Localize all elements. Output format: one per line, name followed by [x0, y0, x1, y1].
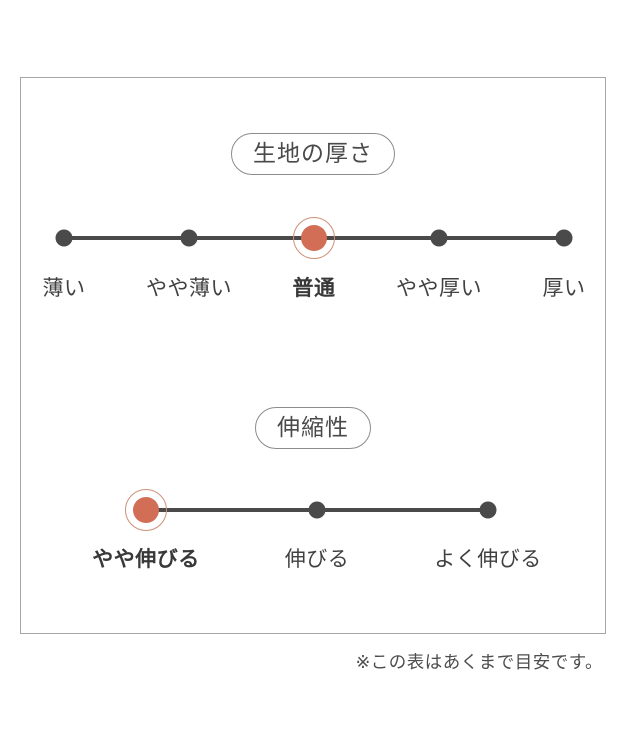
footnote: ※この表はあくまで目安です。: [355, 652, 603, 672]
scale-label: やや伸びる: [92, 548, 200, 571]
scale-dot: [555, 229, 573, 247]
scale-label: 薄い: [42, 277, 86, 300]
scale-title-pill: 伸縮性: [255, 407, 371, 449]
scale-title-pill: 生地の厚さ: [231, 133, 395, 175]
scale-labels: やや伸びる 伸びる よく伸びる: [92, 545, 541, 575]
selected-dot-ring: [125, 489, 167, 531]
scale-dot: [430, 229, 448, 247]
selected-dot-ring: [293, 217, 335, 259]
scale-track: [55, 217, 573, 259]
selected-dot: [125, 489, 167, 531]
scale-track: [125, 489, 497, 531]
scale-label: 厚い: [542, 277, 586, 300]
scale-title-row: 生地の厚さ: [21, 133, 605, 175]
scale-label: やや厚い: [396, 277, 482, 300]
scale-label: よく伸びる: [434, 548, 542, 571]
spec-panel: 生地の厚さ 薄い やや薄い 普通 やや厚い 厚い 伸縮性 やや伸びる 伸びる よく伸びる: [20, 77, 606, 634]
scale-labels: 薄い やや薄い 普通 やや厚い 厚い: [43, 274, 586, 304]
scale-dot: [180, 229, 198, 247]
scale-label: やや薄い: [146, 277, 232, 300]
scale-label: 普通: [292, 277, 336, 300]
scale-label: 伸びる: [284, 548, 350, 571]
scale-dot: [479, 501, 497, 519]
scale-dot: [55, 229, 73, 247]
selected-dot: [293, 217, 335, 259]
scale-title-row: 伸縮性: [21, 407, 605, 449]
scale-dot: [308, 501, 326, 519]
